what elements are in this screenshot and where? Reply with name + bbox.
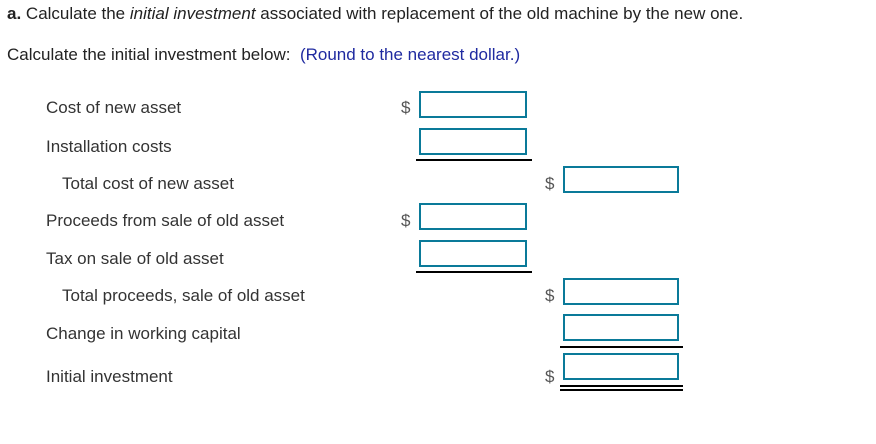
currency-symbol: $ [545,286,555,305]
label-proceeds-old-asset: Proceeds from sale of old asset [46,211,285,230]
label-cost-new-asset: Cost of new asset [46,98,182,117]
total-proceeds-input[interactable] [563,278,679,305]
double-underline-top [560,385,683,387]
question-text-part: associated with replacement of the old m… [255,4,744,23]
part-letter: a. [7,4,22,23]
currency-symbol: $ [545,367,555,386]
currency-symbol: $ [401,211,411,230]
label-initial-investment: Initial investment [46,367,173,386]
proceeds-old-asset-input[interactable] [419,203,527,230]
tax-old-asset-input[interactable] [419,240,527,267]
installation-costs-input[interactable] [419,128,527,155]
currency-symbol: $ [401,98,411,117]
question-text: a. Calculate the initial investment asso… [7,4,743,24]
working-capital-input[interactable] [563,314,679,341]
subtotal-underline [416,271,532,273]
instruction: Calculate the initial investment below: … [7,45,520,65]
initial-investment-input[interactable] [563,353,679,380]
subtotal-underline [416,159,532,161]
currency-symbol: $ [545,174,555,193]
total-cost-new-asset-input[interactable] [563,166,679,193]
question-emphasis: initial investment [129,4,256,23]
total-underline [560,346,683,348]
double-underline-bottom [560,389,683,391]
label-working-capital: Change in working capital [46,324,241,343]
label-installation-costs: Installation costs [46,137,172,156]
instruction-text: Calculate the initial investment below: [7,45,291,64]
question-text-part: Calculate the [21,4,130,23]
label-total-proceeds: Total proceeds, sale of old asset [62,286,305,305]
rounding-hint: (Round to the nearest dollar.) [299,45,521,64]
cost-new-asset-input[interactable] [419,91,527,118]
label-total-cost-new-asset: Total cost of new asset [62,174,234,193]
label-tax-old-asset: Tax on sale of old asset [46,249,224,268]
